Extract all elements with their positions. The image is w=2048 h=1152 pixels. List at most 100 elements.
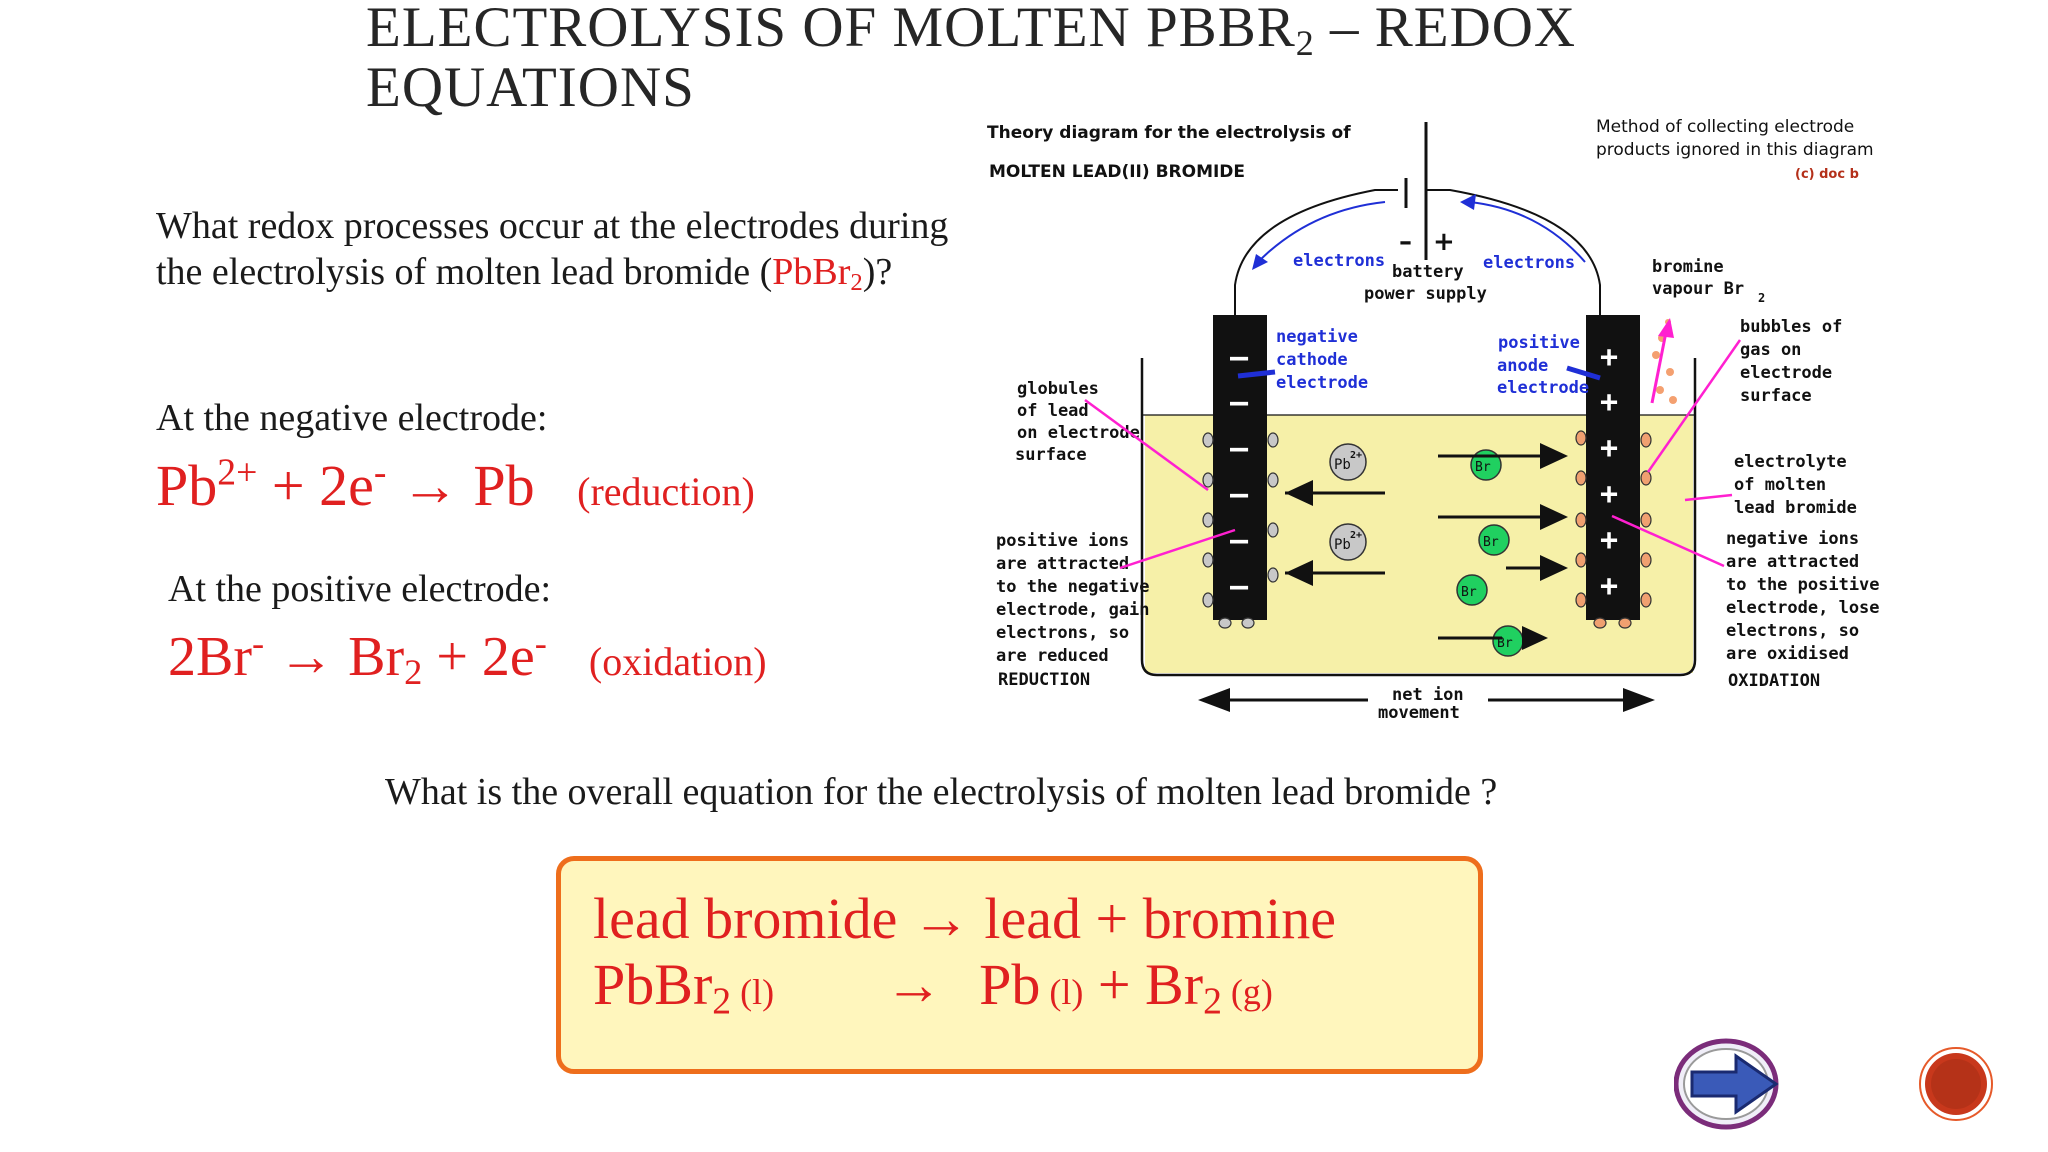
cathode-signs: – – – – – – [1230, 340, 1249, 604]
anode-signs: + + + + + + [1600, 340, 1618, 604]
eq-electrons-out: + 2e [422, 626, 535, 688]
oxidation-note: (oxidation) [588, 639, 767, 684]
electron-flow-left [1257, 201, 1386, 263]
br-ion-1-label: Br [1475, 460, 1491, 475]
electron-arrowhead-left [1252, 254, 1268, 270]
question-redox-text: What redox processes occur at the electr… [156, 205, 949, 293]
sym-br-sub: 2 [1203, 980, 1222, 1023]
battery-label-1: battery [1392, 262, 1464, 282]
word-equation: lead bromide → lead + bromine [593, 886, 1336, 951]
sym-pb-state: (l) [1040, 972, 1084, 1012]
anode-sign-1: + [1600, 340, 1618, 375]
battery-label-2: power supply [1364, 284, 1487, 304]
diagram-header-2: MOLTEN LEAD(II) BROMIDE [989, 162, 1245, 182]
br-ion-4-label: Br [1497, 636, 1513, 651]
bromine-label-2: vapour Br [1652, 279, 1744, 299]
br-ion-2 [1478, 524, 1510, 556]
pb-ion-1: Pb 2+ [1329, 443, 1367, 481]
cathode-sign-4: – [1230, 477, 1249, 512]
battery-minus: – [1399, 227, 1412, 257]
red-circle-icon[interactable] [1918, 1046, 1994, 1122]
cathode-sign-2: – [1230, 385, 1249, 420]
oxidation-equation: 2Br- → Br2 + 2e- (oxidation) [168, 622, 767, 693]
pos-ions-line-7: REDUCTION [998, 670, 1090, 690]
symbol-equation: PbBr2 (l) → Pb (l) + Br2 (g) [593, 951, 1273, 1020]
sym-br-state: (g) [1221, 972, 1273, 1012]
eq-br2-sub: 2 [404, 652, 423, 693]
sym-arrow: → [884, 952, 943, 1017]
eq-electron-charge-2: - [534, 622, 547, 663]
anode-sign-3: + [1600, 431, 1618, 466]
neg-ions-line-6: are oxidised [1726, 644, 1849, 664]
br-movement-arrows [1438, 443, 1568, 650]
wire-right [1426, 189, 1601, 315]
bubbles-pointer [1646, 339, 1742, 473]
electrolyte-label-3: lead bromide [1734, 498, 1857, 518]
bubbles-label-2: gas on [1740, 340, 1801, 360]
arrow-right-icon[interactable] [1674, 1036, 1784, 1130]
sym-pbbr: PbBr [593, 952, 713, 1017]
cathode-sign-6: – [1230, 569, 1249, 604]
lead-globules [1202, 432, 1279, 629]
cathode-sign-5: – [1230, 523, 1249, 558]
eq-br2: → Br [264, 626, 405, 688]
bromine-bubbles [1575, 430, 1652, 629]
eq-electron-charge: - [373, 451, 387, 494]
bubbles-label-4: surface [1740, 386, 1812, 406]
anode-label-1: positive [1498, 333, 1580, 353]
method-note-2: products ignored in this diagram [1596, 140, 1874, 160]
title-line1-end: – REDOX [1314, 0, 1577, 59]
anode-label-3: electrode [1497, 378, 1589, 398]
overall-equation-box: lead bromide → lead + bromine PbBr2 (l) … [556, 856, 1483, 1074]
neg-ions-line-5: electrons, so [1726, 621, 1859, 641]
cathode-label-1: negative [1276, 327, 1358, 347]
reduction-equation: Pb2+ + 2e- → Pb (reduction) [156, 452, 755, 519]
electrolyte-label-2: of molten [1734, 475, 1826, 495]
globules-line-2: of lead [1017, 401, 1089, 421]
pb-ion-2-label: Pb [1334, 537, 1351, 553]
net-arrow-left [1198, 688, 1230, 712]
pos-ions-line-5: electrons, so [996, 623, 1129, 643]
cathode-label-3: electrode [1276, 373, 1368, 393]
diagram-header-1: Theory diagram for the electrolysis of [987, 123, 1351, 143]
formula-text: PbBr [772, 251, 851, 293]
negative-electrode-label: At the negative electrode: [156, 397, 548, 439]
electron-arrowhead-right [1460, 194, 1476, 210]
title-subscript: 2 [1295, 23, 1315, 63]
question-redox: What redox processes occur at the electr… [156, 203, 986, 295]
bromine-vapour-arrow [1650, 331, 1668, 404]
neg-ions-line-4: electrode, lose [1726, 598, 1880, 618]
bromine-label-sub: 2 [1758, 291, 1765, 305]
pb-ion-2-charge: 2+ [1350, 530, 1362, 541]
positive-electrode-label: At the positive electrode: [168, 568, 552, 610]
br-ion-3 [1456, 574, 1488, 606]
eq-product-pb: → Pb [386, 453, 535, 518]
sym-plus-br: + Br [1083, 952, 1204, 1017]
pos-ions-line-2: are attracted [996, 554, 1129, 574]
wire-left [1234, 189, 1398, 315]
method-note-1: Method of collecting electrode [1596, 117, 1854, 137]
title-line1: ELECTROLYSIS OF MOLTEN PBBR [366, 0, 1296, 59]
eq-pb: Pb [156, 453, 218, 518]
neg-ions-pointer [1611, 514, 1725, 568]
neg-ions-line-1: negative ions [1726, 529, 1859, 549]
anode-sign-4: + [1600, 477, 1618, 512]
bubbles-label-1: bubbles of [1740, 317, 1842, 337]
formula-subscript: 2 [850, 269, 863, 297]
anode-sign-6: + [1600, 569, 1618, 604]
eq-br-charge: - [252, 622, 265, 663]
bromine-vapour-arrowhead [1658, 318, 1674, 338]
net-arrow-right [1623, 688, 1655, 712]
copyright: (c) doc b [1795, 167, 1859, 182]
cell-container [1140, 358, 1697, 677]
neg-ions-line-7: OXIDATION [1728, 671, 1820, 691]
electrolysis-diagram: Theory diagram for the electrolysis of M… [987, 117, 1880, 724]
title-line2: EQUATIONS [366, 56, 695, 119]
electron-flow-right [1469, 201, 1586, 263]
pos-ions-line-6: are reduced [996, 646, 1109, 666]
anode-sign-5: + [1600, 523, 1618, 558]
net-label-2: movement [1378, 703, 1460, 723]
anode-electrode [1586, 315, 1640, 620]
pb-ion-2: Pb 2+ [1329, 523, 1367, 561]
pb-ion-1-label: Pb [1334, 457, 1351, 473]
